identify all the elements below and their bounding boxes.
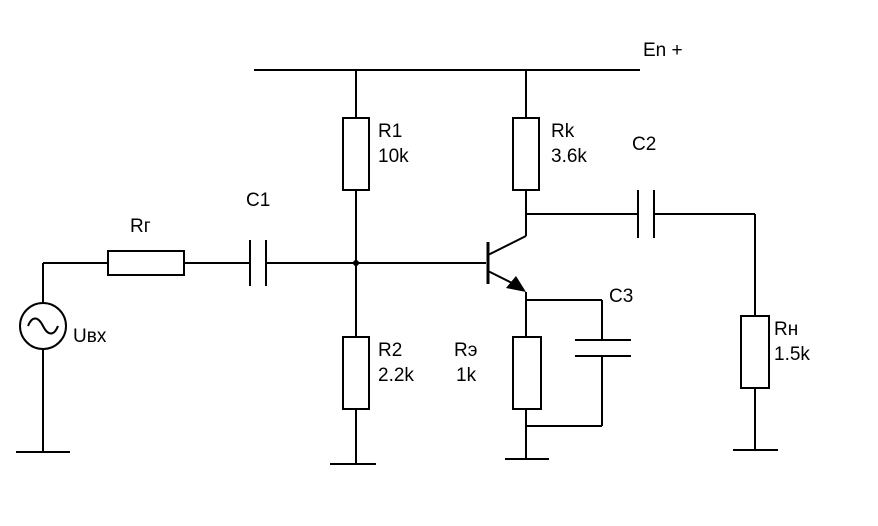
resistor-rn — [740, 315, 770, 389]
resistor-rg-label: Rг — [130, 216, 151, 237]
resistor-rn-name: Rн — [774, 319, 798, 340]
resistor-r1-name: R1 — [378, 121, 402, 142]
resistor-rk-value: 3.6k — [551, 146, 587, 167]
resistor-re-name: Rэ — [454, 340, 477, 361]
resistor-rk — [512, 117, 540, 191]
capacitor-c1-label: C1 — [246, 190, 270, 211]
supply-label: En + — [643, 40, 683, 61]
resistor-rk-name: Rk — [551, 121, 575, 142]
source-label: Uвх — [73, 326, 107, 347]
resistor-rn-value: 1.5k — [774, 344, 810, 365]
base-junction — [353, 260, 359, 266]
capacitor-c3-label: C3 — [609, 286, 633, 307]
resistor-r2-name: R2 — [378, 340, 402, 361]
resistor-re-value: 1k — [456, 365, 477, 386]
capacitor-c2-label: C2 — [632, 134, 656, 155]
resistor-r1-value: 10k — [378, 146, 409, 167]
resistor-r1 — [342, 117, 370, 191]
resistor-r2 — [342, 336, 370, 410]
resistor-rg — [107, 250, 185, 276]
npn-transistor-icon — [486, 235, 527, 292]
resistor-r2-value: 2.2k — [378, 365, 414, 386]
resistor-re — [512, 336, 542, 410]
ac-source-icon — [19, 302, 67, 350]
